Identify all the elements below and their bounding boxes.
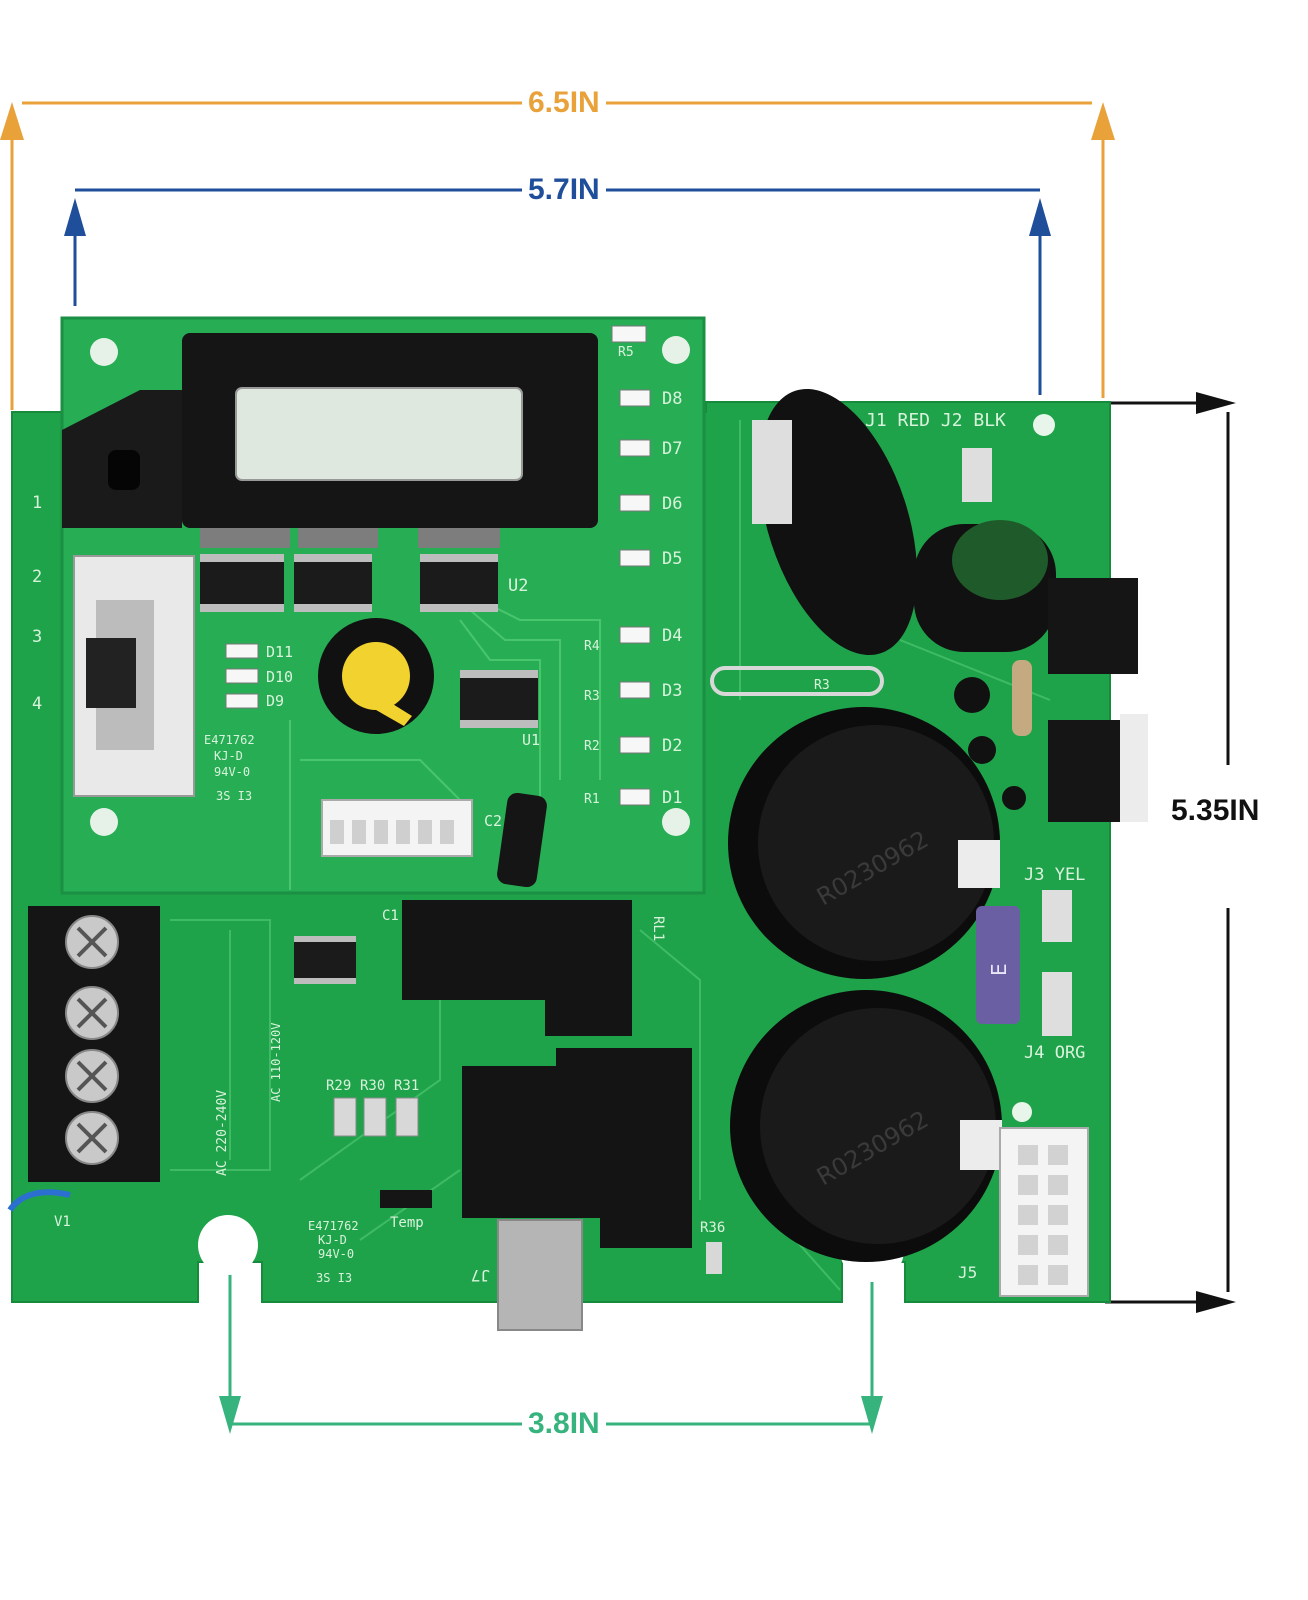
label-r29: R29	[326, 1078, 351, 1094]
label-r30: R30	[360, 1078, 385, 1094]
label-ac-high: AC 220-240V	[215, 1090, 230, 1176]
label-u2: U2	[508, 576, 528, 596]
height-dimension	[1105, 392, 1236, 1313]
label-d9: D9	[266, 692, 284, 710]
label-r1: R1	[584, 792, 600, 807]
cert-top-3: 94V-0	[214, 765, 250, 779]
label-pin-1: 1	[32, 493, 42, 513]
label-d7: D7	[662, 439, 682, 459]
label-d6: D6	[662, 494, 682, 514]
thermistor-blob	[758, 388, 918, 656]
label-pin-3: 3	[32, 627, 42, 647]
cert-top-2: KJ-D	[214, 749, 243, 763]
cert-bottom-2: KJ-D	[318, 1233, 347, 1247]
connector-j5	[999, 1127, 1089, 1297]
label-j1-j2: J1 RED J2 BLK	[865, 410, 1006, 431]
label-d8: D8	[662, 389, 682, 409]
cert-bottom-3: 94V-0	[318, 1247, 354, 1261]
label-d10: D10	[266, 668, 293, 686]
label-d2: D2	[662, 736, 682, 756]
cert-bottom-1: E471762	[308, 1219, 359, 1233]
capacitor-top	[728, 707, 1000, 979]
label-r5: R5	[618, 345, 634, 360]
label-d4: D4	[662, 626, 682, 646]
relay-large	[462, 1048, 692, 1248]
hole-spacing-label: 3.8IN	[522, 1409, 606, 1439]
label-d11: D11	[266, 643, 293, 661]
label-u1: U1	[522, 731, 540, 749]
label-pin-4: 4	[32, 694, 42, 714]
label-j4: J4 ORG	[1024, 1043, 1085, 1063]
label-pin-2: 2	[32, 567, 42, 587]
label-d3: D3	[662, 681, 682, 701]
label-r36: R36	[700, 1220, 725, 1236]
label-r31: R31	[394, 1078, 419, 1094]
label-r3: R3	[584, 689, 600, 704]
label-rl1: RL1	[650, 916, 666, 941]
label-v1: V1	[54, 1214, 71, 1230]
label-ac-low: AC 110-120V	[269, 1023, 283, 1102]
label-r4: R4	[584, 639, 600, 654]
label-r3-jumper: R3	[814, 678, 830, 693]
label-j3: J3 YEL	[1024, 865, 1085, 885]
connector-j7	[497, 1219, 583, 1331]
fuse-letter: E	[987, 963, 1011, 976]
relay-rl1	[402, 900, 632, 1036]
label-c1: C1	[382, 908, 399, 924]
label-d1: D1	[662, 788, 682, 808]
cert-top-1: E471762	[204, 733, 255, 747]
fuse	[976, 906, 1020, 1024]
label-j7: J7	[471, 1266, 490, 1285]
label-c2: C2	[484, 812, 502, 830]
inner-width-label: 5.7IN	[522, 175, 606, 205]
label-temp: Temp	[390, 1215, 424, 1231]
date-bottom: 3S I3	[316, 1271, 352, 1285]
capacitor-bottom	[730, 990, 1002, 1262]
label-d5: D5	[662, 549, 682, 569]
lcd-screen	[235, 387, 523, 481]
total-width-label: 6.5IN	[522, 88, 606, 118]
label-r2: R2	[584, 739, 600, 754]
height-label: 5.35IN	[1171, 794, 1260, 827]
date-top: 3S I3	[216, 789, 252, 803]
label-j5: J5	[958, 1263, 977, 1282]
